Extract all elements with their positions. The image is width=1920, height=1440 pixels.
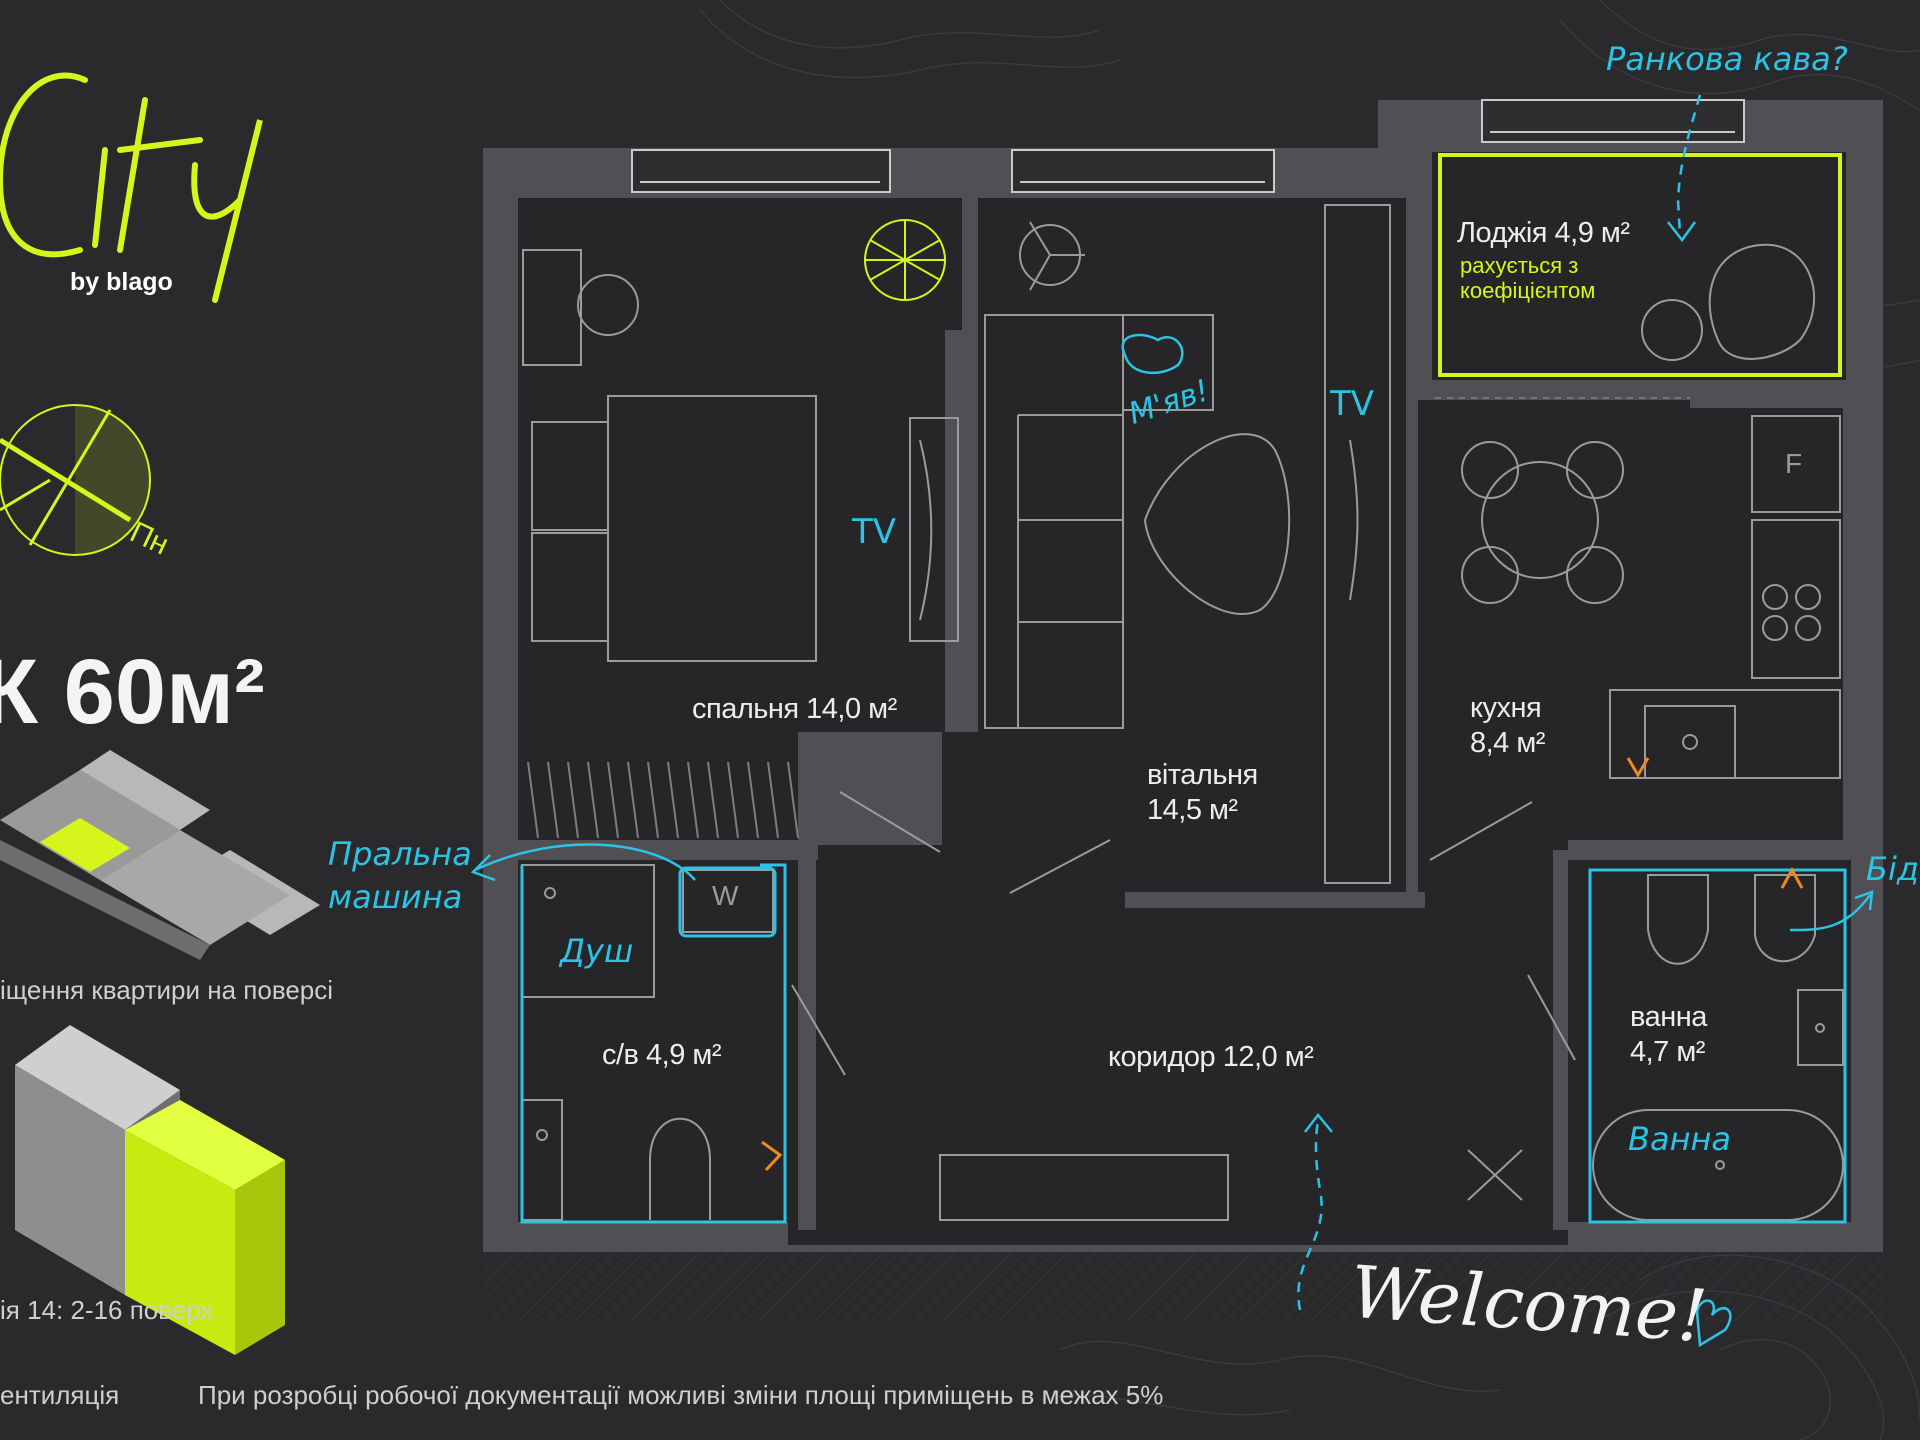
legend-floor-position: іщення квартири на поверсі xyxy=(0,975,334,1005)
furniture xyxy=(521,204,1844,1221)
room-bath-name: ванна xyxy=(1630,1001,1707,1033)
note-washing-1: Пральна xyxy=(328,835,472,873)
room-floors xyxy=(518,152,1851,1245)
logo xyxy=(0,72,263,303)
logo-byline: by blago xyxy=(70,268,173,296)
floor-position-map xyxy=(0,750,320,960)
tv-living-label: TV xyxy=(1330,384,1375,424)
legend-section-floors: ія 14: 2-16 поверх xyxy=(0,1295,214,1325)
door-markers xyxy=(761,757,1804,1172)
loggia-note-1: рахується з xyxy=(1460,253,1579,278)
room-bedroom: спальня 14,0 м² xyxy=(692,693,897,725)
loggia-outline xyxy=(1438,153,1842,377)
room-kitchen-name: кухня xyxy=(1470,692,1542,724)
room-wc: с/в 4,9 м² xyxy=(602,1039,722,1071)
compass-icon xyxy=(0,404,151,556)
note-washing-2: машина xyxy=(328,878,463,916)
room-living-name: вітальня xyxy=(1147,759,1258,791)
apartment-title: К 60м² xyxy=(0,641,265,743)
room-living-area: 14,5 м² xyxy=(1147,794,1238,826)
windows xyxy=(631,99,1745,193)
loggia-note-2: коефіцієнтом xyxy=(1460,278,1596,303)
note-shower: Душ xyxy=(560,932,634,970)
room-kitchen-area: 8,4 м² xyxy=(1470,727,1545,759)
room-corridor: коридор 12,0 м² xyxy=(1108,1041,1314,1073)
wet-zones xyxy=(520,863,1847,1224)
washer-label: W xyxy=(712,880,739,911)
room-bath-area: 4,7 м² xyxy=(1630,1036,1705,1068)
note-bidet: Бід xyxy=(1866,850,1919,888)
fridge-label: F xyxy=(1785,448,1803,479)
section-block-3d xyxy=(15,1025,285,1355)
room-loggia: Лоджія 4,9 м² xyxy=(1457,217,1630,249)
annotation-arrows xyxy=(470,94,1874,1348)
washer-outline xyxy=(682,869,774,933)
plant-icon xyxy=(864,219,946,301)
note-bathtub: Ванна xyxy=(1628,1120,1732,1158)
disclaimer: При розробці робочої документації можлив… xyxy=(198,1380,1164,1410)
note-coffee: Ранкова кава? xyxy=(1606,40,1848,78)
legend-ventilation: ентиляція xyxy=(0,1380,120,1410)
tv-bedroom-label: TV xyxy=(852,512,897,552)
